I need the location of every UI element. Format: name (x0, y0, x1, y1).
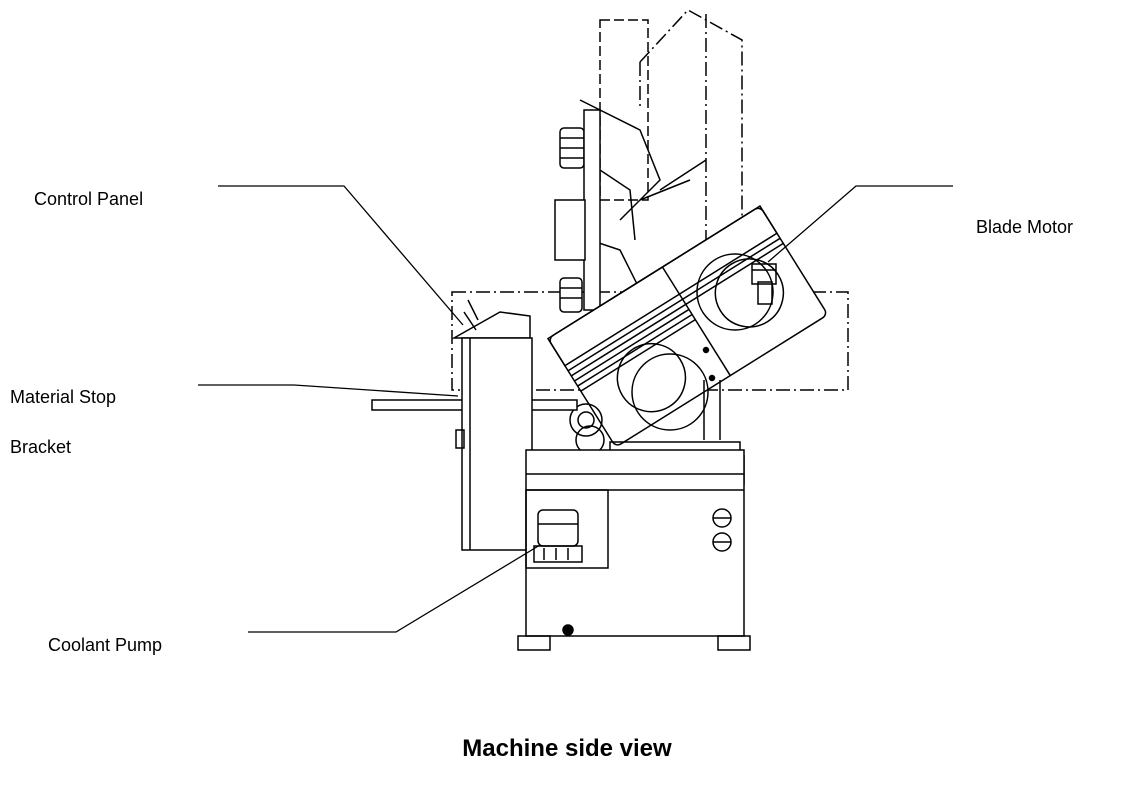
leader-control-panel (218, 185, 464, 326)
leader-lines (198, 185, 953, 633)
saw-head (546, 205, 827, 446)
control-panel-label: Control Panel (34, 189, 144, 209)
coolant-pump-label: Coolant Pump (48, 635, 163, 655)
base-cabinet (517, 449, 751, 651)
blade-motor-body (751, 263, 777, 305)
coolant-pump-body (533, 509, 583, 563)
leader-blade-motor (767, 185, 953, 263)
blade-motor-label: Blade Motor (976, 217, 1074, 237)
material-stop-label-line2: Bracket (10, 437, 72, 457)
figure-caption: Machine side view (462, 735, 672, 762)
leader-material-stop (198, 384, 459, 397)
leader-coolant-pump (248, 544, 541, 633)
column-knobs (554, 109, 601, 313)
control-panel-body (451, 299, 533, 551)
material-stop-label-line1: Material Stop (10, 387, 117, 407)
